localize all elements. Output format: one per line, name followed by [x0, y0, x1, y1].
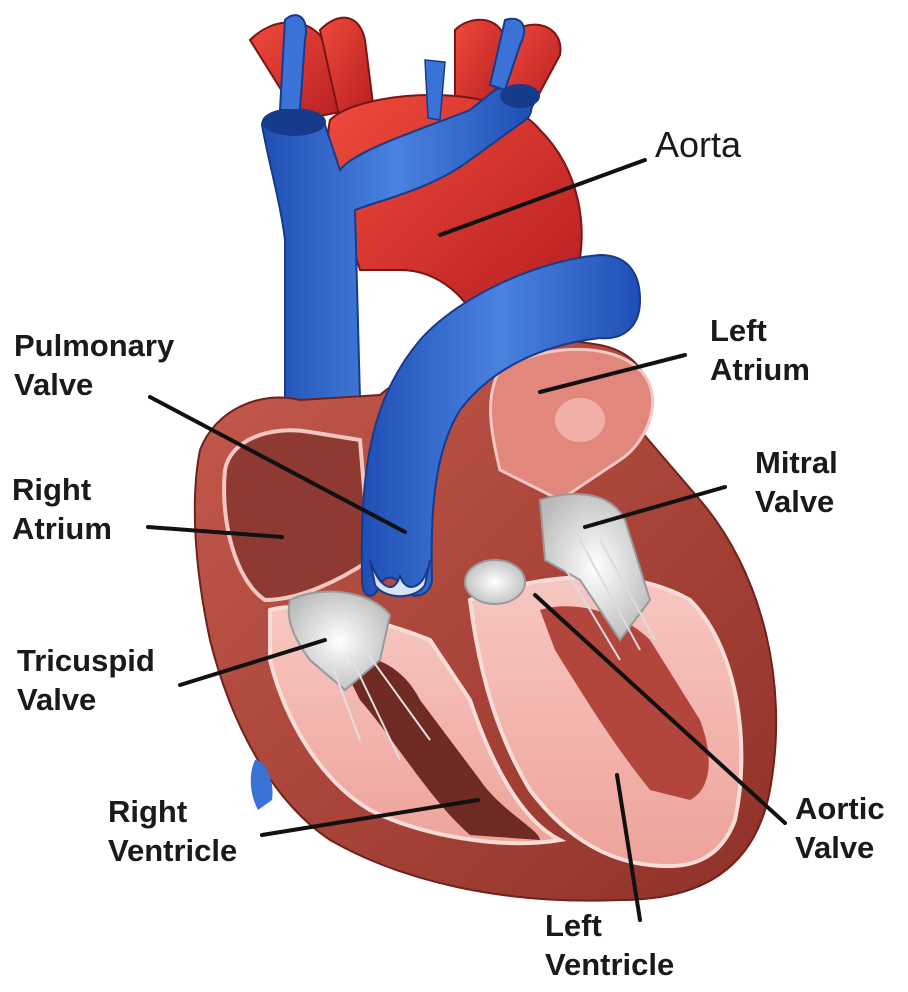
label-right-ventricle: Right Ventricle	[108, 793, 237, 871]
label-mitral-valve-line1: Mitral	[755, 444, 838, 483]
leader-aortic-valve	[535, 595, 785, 823]
leader-left-atrium	[540, 355, 685, 392]
label-left-atrium: Left Atrium	[710, 312, 810, 390]
label-left-atrium-line1: Left	[710, 312, 810, 351]
label-aortic-valve-line1: Aortic	[795, 790, 885, 829]
label-right-ventricle-line1: Right	[108, 793, 237, 832]
leader-mitral-valve	[585, 487, 725, 527]
label-pulmonary-valve: Pulmonary Valve	[14, 327, 174, 405]
leader-left-ventricle	[617, 775, 640, 920]
label-right-ventricle-line2: Ventricle	[108, 832, 237, 871]
leader-right-ventricle	[262, 800, 478, 835]
label-right-atrium-line2: Atrium	[12, 510, 112, 549]
label-left-ventricle-line2: Ventricle	[545, 946, 674, 985]
leader-aorta	[440, 160, 645, 235]
label-aortic-valve: Aortic Valve	[795, 790, 885, 868]
label-right-atrium-line1: Right	[12, 471, 112, 510]
leader-tricuspid-valve	[180, 640, 325, 685]
leader-pulmonary-valve	[150, 397, 405, 532]
label-pulmonary-valve-line2: Valve	[14, 366, 174, 405]
label-pulmonary-valve-line1: Pulmonary	[14, 327, 174, 366]
label-left-ventricle: Left Ventricle	[545, 907, 674, 985]
label-mitral-valve-line2: Valve	[755, 483, 838, 522]
label-tricuspid-valve-line1: Tricuspid	[17, 642, 155, 681]
label-left-atrium-line2: Atrium	[710, 351, 810, 390]
label-tricuspid-valve: Tricuspid Valve	[17, 642, 155, 720]
leader-right-atrium	[148, 527, 282, 537]
label-mitral-valve: Mitral Valve	[755, 444, 838, 522]
label-tricuspid-valve-line2: Valve	[17, 681, 155, 720]
label-right-atrium: Right Atrium	[12, 471, 112, 549]
label-aortic-valve-line2: Valve	[795, 829, 885, 868]
label-aorta: Aorta	[655, 122, 741, 167]
label-aorta-line1: Aorta	[655, 122, 741, 167]
label-left-ventricle-line1: Left	[545, 907, 674, 946]
